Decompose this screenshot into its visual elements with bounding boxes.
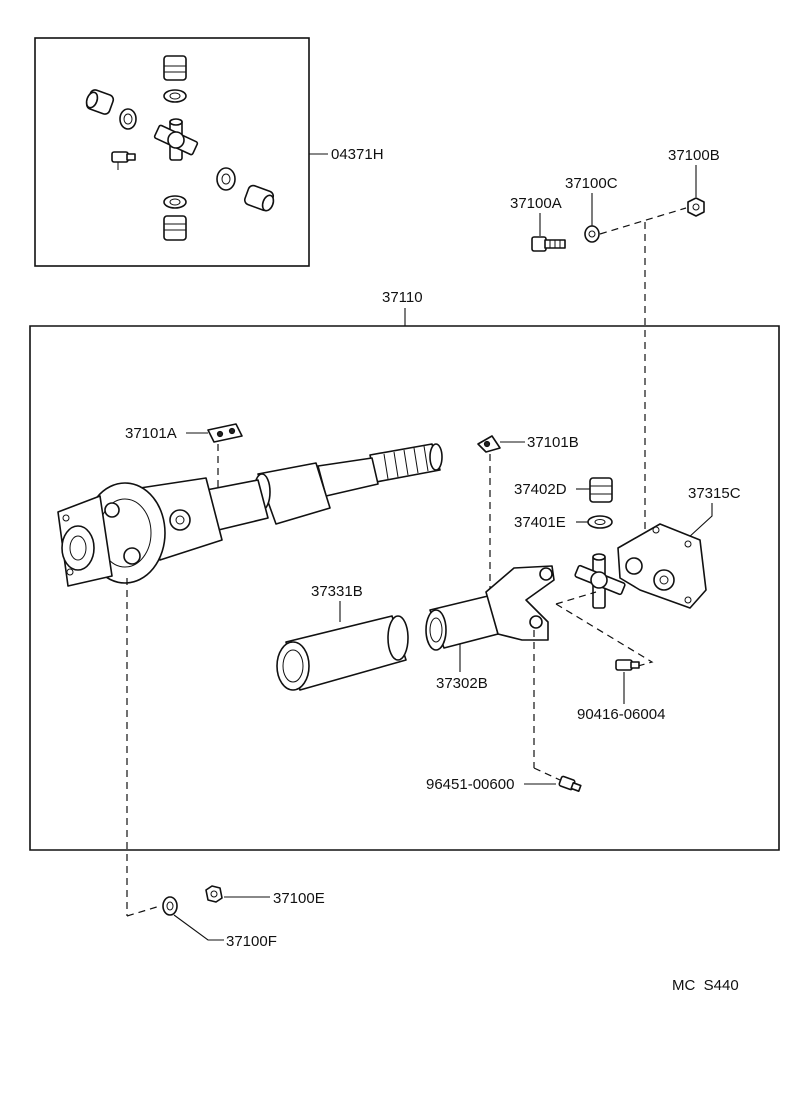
label-37302B: 37302B <box>436 675 488 692</box>
figure-code: MC S440 <box>672 977 739 994</box>
nut-37100E <box>205 885 223 903</box>
label-37401E: 37401E <box>514 514 566 531</box>
spider-cross <box>153 118 199 161</box>
label-37100F: 37100F <box>226 933 277 950</box>
dust-boot-37331B <box>276 615 409 691</box>
kit-parts <box>85 55 275 241</box>
kit-box <box>34 37 310 267</box>
label-37331B: 37331B <box>311 583 363 600</box>
bearing-cup-right <box>243 184 275 212</box>
bearing-cup-37402D <box>589 477 613 503</box>
assembly-box <box>29 325 780 851</box>
snap-ring-bottom <box>163 195 187 209</box>
label-04371H: 04371H <box>331 146 384 163</box>
bearing-cup-top <box>163 55 187 81</box>
washer-37100C <box>584 225 600 243</box>
bearing-cup-bottom <box>163 215 187 241</box>
label-37110: 37110 <box>382 289 423 306</box>
label-37402D: 37402D <box>514 481 567 498</box>
snap-ring-top <box>163 89 187 103</box>
grease-fitting-96451 <box>558 775 582 792</box>
snap-ring-left <box>119 108 137 130</box>
dash-37100C-37100B <box>599 207 687 235</box>
flange-yoke-37315C <box>617 523 707 609</box>
label-37100E: 37100E <box>273 890 325 907</box>
bolt-37100A <box>531 236 566 252</box>
washer-37100F <box>162 896 178 916</box>
label-90416-06004: 90416-06004 <box>577 706 665 723</box>
label-37101B: 37101B <box>527 434 579 451</box>
kit-grease-fitting <box>111 151 136 170</box>
bearing-cup-left <box>85 89 115 115</box>
label-37100C: 37100C <box>565 175 618 192</box>
snap-ring-37401E <box>587 515 613 529</box>
clip-37101A <box>207 423 243 443</box>
label-37315C: 37315C <box>688 485 741 502</box>
clip-37101B <box>477 435 501 453</box>
label-96451-00600: 96451-00600 <box>426 776 514 793</box>
label-37100B: 37100B <box>668 147 720 164</box>
nut-37100B <box>687 197 705 217</box>
sleeve-yoke-37302B <box>425 565 555 651</box>
dash-spider-to-bolt <box>555 591 597 605</box>
label-37100A: 37100A <box>510 195 562 212</box>
label-37101A: 37101A <box>125 425 177 442</box>
slip-yoke-sleeve <box>257 462 331 525</box>
grease-fitting-90416 <box>615 659 640 671</box>
front-driveshaft-assembly <box>57 443 443 587</box>
splined-stub <box>369 443 443 483</box>
snap-ring-right <box>216 167 236 191</box>
spider-cross-rear <box>574 553 626 609</box>
